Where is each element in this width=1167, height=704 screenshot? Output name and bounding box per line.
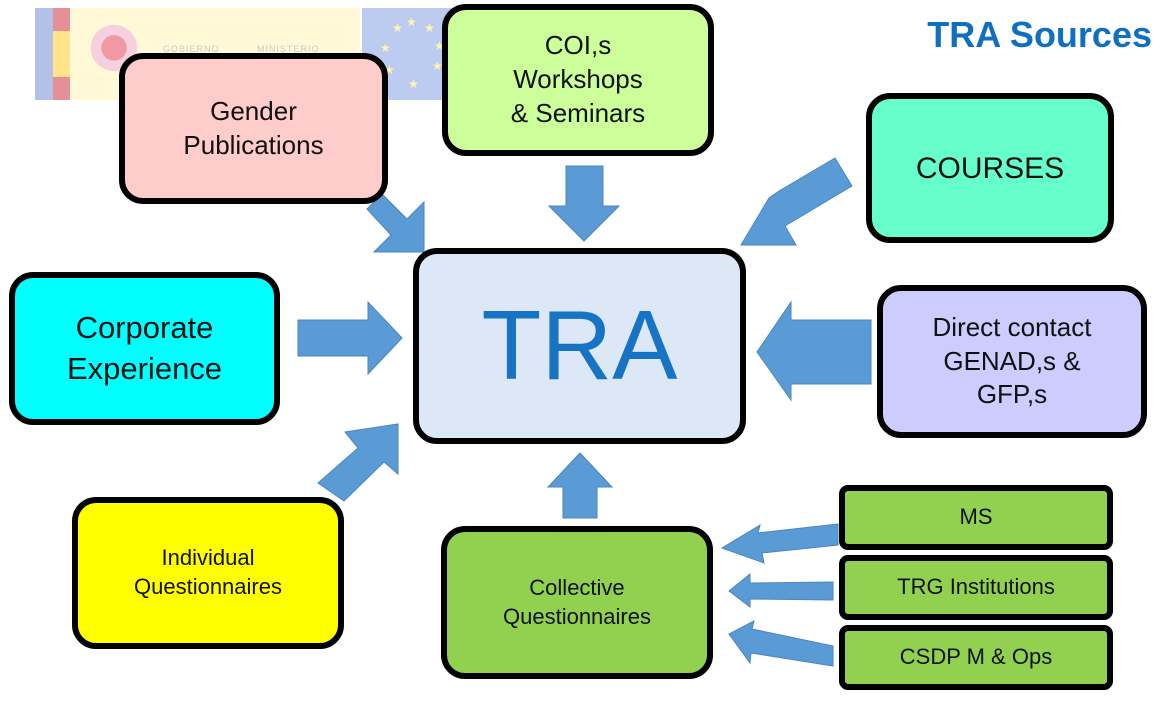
arrow-direct-to-tra <box>756 300 872 402</box>
arrow-corporate-to-tra <box>297 300 403 376</box>
ms-label: MS <box>959 504 993 530</box>
cois-workshops-label: COI,s Workshops & Seminars <box>510 30 646 128</box>
collective-questionnaires-label: Collective Questionnaires <box>503 574 651 629</box>
spain-flag <box>35 8 70 100</box>
tra-center-label: TRA <box>481 290 678 401</box>
courses-label: COURSES <box>915 151 1065 185</box>
arrow-individual-to-tra <box>317 423 399 502</box>
corporate-experience-box: Corporate Experience <box>9 272 280 425</box>
trg-institutions-box: TRG Institutions <box>839 555 1113 620</box>
courses-box: COURSES <box>866 93 1114 243</box>
individual-questionnaires-box: Individual Questionnaires <box>72 497 344 649</box>
arrow-courses-to-tra <box>740 157 853 246</box>
arrow-collective-to-tra <box>546 452 614 519</box>
page-title: TRA Sources <box>927 14 1152 55</box>
csdp-label: CSDP M & Ops <box>899 644 1053 670</box>
arrow-trg-to-collective <box>728 572 834 609</box>
arrow-gender-to-tra <box>366 193 425 253</box>
arrow-cois-to-tra <box>547 165 621 242</box>
corporate-experience-label: Corporate Experience <box>66 310 223 386</box>
banner-left-text: GOBIERNO <box>163 44 220 54</box>
tra-center-box: TRA <box>413 248 746 444</box>
direct-contact-label: Direct contact GENAD,s & GFP,s <box>932 311 1092 410</box>
collective-questionnaires-box: Collective Questionnaires <box>441 526 713 679</box>
trg-institutions-label: TRG Institutions <box>897 574 1055 600</box>
arrow-csdp-to-collective <box>728 620 834 667</box>
individual-questionnaires-label: Individual Questionnaires <box>134 545 282 599</box>
arrow-ms-to-collective <box>720 523 839 564</box>
csdp-box: CSDP M & Ops <box>839 625 1113 690</box>
banner-right-text: MINISTERIO <box>257 44 320 54</box>
ms-box: MS <box>839 485 1113 550</box>
gender-publications-label: Gender Publications <box>183 95 324 160</box>
direct-contact-box: Direct contact GENAD,s & GFP,s <box>877 285 1147 438</box>
gender-publications-box: Gender Publications <box>119 53 388 204</box>
eu-flag-strip <box>35 8 53 100</box>
cois-workshops-box: COI,s Workshops & Seminars <box>442 4 714 156</box>
